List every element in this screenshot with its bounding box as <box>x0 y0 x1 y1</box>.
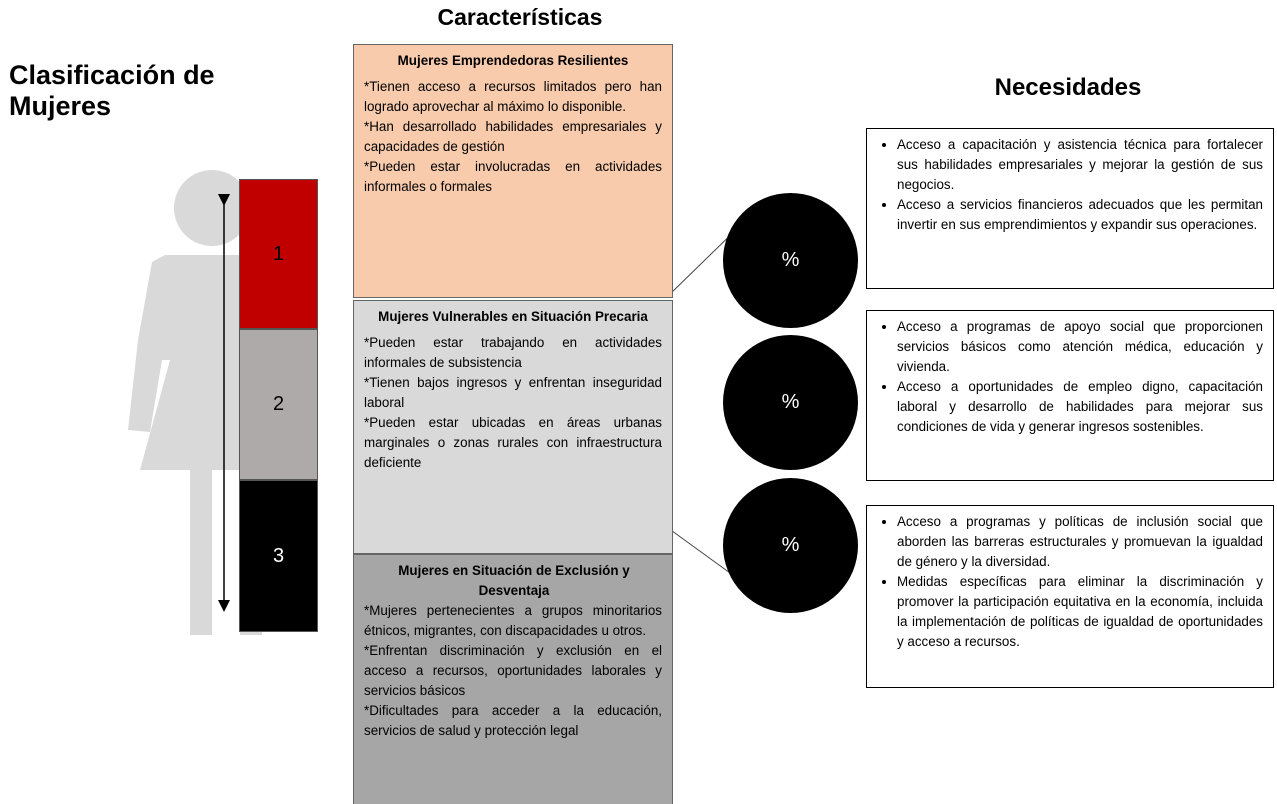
needs-item: Acceso a programas y políticas de inclus… <box>897 512 1263 572</box>
box-2-line: *Pueden estar trabajando en actividades … <box>364 335 662 370</box>
needs-item: Acceso a capacitación y asistencia técni… <box>897 135 1263 195</box>
percent-label: % <box>781 391 800 413</box>
level-1-block: 1 <box>239 179 318 329</box>
needs-box-2: Acceso a programas de apoyo social que p… <box>866 310 1274 481</box>
box-2-heading: Mujeres Vulnerables en Situación Precari… <box>378 309 648 324</box>
box-1-line: *Tienen acceso a recursos limitados pero… <box>364 79 662 114</box>
box-1-line: *Han desarrollado habilidades empresaria… <box>364 119 662 154</box>
box-2-line: *Tienen bajos ingresos y enfrentan inseg… <box>364 375 662 410</box>
percent-circle-3: % <box>723 478 858 613</box>
needs-item: Acceso a oportunidades de empleo digno, … <box>897 377 1263 437</box>
box-3-line: *Enfrentan discriminación y exclusión en… <box>364 643 662 698</box>
box-3-line: *Dificultades para acceder a la educació… <box>364 703 662 738</box>
classification-title: Clasificación de Mujeres <box>9 60 215 121</box>
box-2-line: *Pueden estar ubicadas en áreas urbanas … <box>364 415 662 470</box>
percent-circle-1: % <box>723 193 858 328</box>
needs-box-1: Acceso a capacitación y asistencia técni… <box>866 128 1274 289</box>
box-3-heading: Mujeres en Situación de Exclusión y Desv… <box>398 563 630 598</box>
level-3-block: 3 <box>239 480 318 632</box>
level-3-label: 3 <box>272 544 285 567</box>
percent-label: % <box>781 249 800 271</box>
box-1-heading: Mujeres Emprendedoras Resilientes <box>397 53 629 68</box>
characteristics-box-3: Mujeres en Situación de Exclusión y Desv… <box>353 554 673 804</box>
needs-item: Acceso a programas de apoyo social que p… <box>897 317 1263 377</box>
needs-item: Acceso a servicios financieros adecuados… <box>897 195 1263 235</box>
level-1-label: 1 <box>272 242 285 265</box>
characteristics-box-1: Mujeres Emprendedoras Resilientes *Tiene… <box>353 44 673 298</box>
percent-label: % <box>781 534 800 556</box>
characteristics-box-2: Mujeres Vulnerables en Situación Precari… <box>353 300 673 554</box>
needs-title: Necesidades <box>994 74 1142 101</box>
characteristics-title: Características <box>437 4 603 30</box>
needs-box-3: Acceso a programas y políticas de inclus… <box>866 505 1274 688</box>
box-1-line: *Pueden estar involucradas en actividade… <box>364 159 662 194</box>
level-2-label: 2 <box>272 393 285 415</box>
level-2-block: 2 <box>239 329 318 480</box>
box-3-line: *Mujeres pertenecientes a grupos minorit… <box>364 603 662 638</box>
needs-item: Medidas específicas para eliminar la dis… <box>897 572 1263 652</box>
percent-circle-2: % <box>723 335 858 470</box>
